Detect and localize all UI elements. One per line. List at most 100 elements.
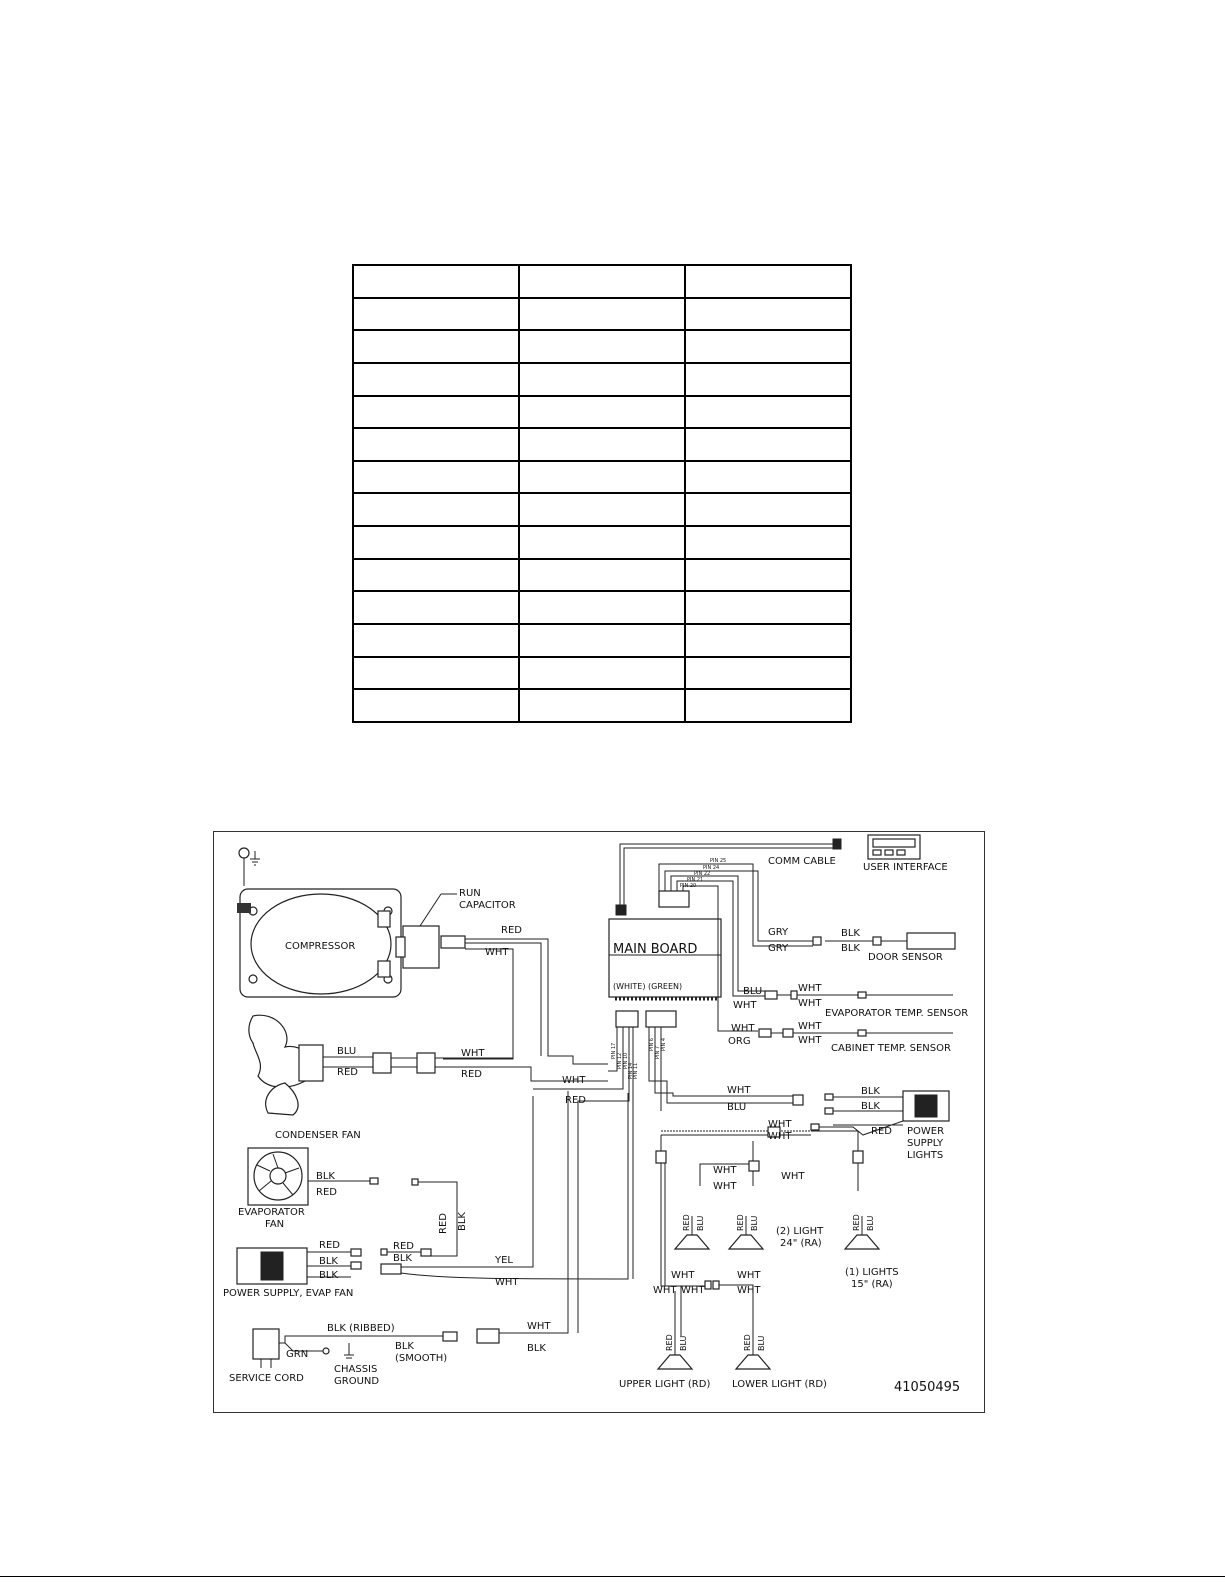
table-cell [684, 427, 852, 462]
evaporator-fan-label-1: EVAPORATOR [238, 1207, 305, 1218]
table-cell [684, 361, 852, 397]
evaporator-fan-label-2: FAN [265, 1219, 284, 1230]
light-24-2-blu: BLU [750, 1215, 759, 1231]
light-24-2-red: RED [736, 1214, 745, 1231]
table-row [352, 427, 852, 462]
light-fixture-icons [656, 1216, 881, 1370]
power-supply-lights-label-1: POWER [907, 1126, 944, 1137]
upper-light-wht-2: WHT [653, 1285, 677, 1296]
earth-ground-icon [238, 847, 260, 886]
blank-table [352, 264, 852, 723]
board-wire-red: RED [565, 1095, 586, 1106]
lights-wire-blu: BLU [727, 1102, 746, 1113]
condenser-fan-wire-red: RED [461, 1069, 482, 1080]
compressor-label: COMPRESSOR [285, 941, 355, 952]
door-wire-blk-1: BLK [841, 928, 860, 939]
lights-24-wht-1: WHT [713, 1165, 737, 1176]
light-24-label-2: 24" (RA) [780, 1238, 822, 1249]
table-row [352, 590, 852, 626]
condenser-fan-label: CONDENSER FAN [275, 1130, 361, 1141]
evap-connector-red: RED [438, 1213, 449, 1234]
lower-light-blu: BLU [757, 1335, 766, 1351]
light-24-1-blu: BLU [696, 1215, 705, 1231]
main-board-label: MAIN BOARD [613, 942, 697, 957]
light-24-1-red: RED [682, 1214, 691, 1231]
pin-label-12: PIN 12 [617, 1053, 623, 1069]
table-cell [352, 688, 520, 723]
cabinet-temp-sensor-label: CABINET TEMP. SENSOR [831, 1043, 951, 1054]
psu-fan-wire-red: RED [319, 1240, 340, 1251]
table-cell [352, 623, 520, 658]
user-interface-label: USER INTERFACE [863, 862, 948, 873]
cabinet-sensor-wire-wht-3: WHT [798, 1035, 822, 1046]
evap-sensor-wire-wht-1: WHT [733, 1000, 757, 1011]
cabinet-sensor-wire-org: ORG [728, 1036, 751, 1047]
pin-label-14: PIN 14 [628, 1063, 634, 1079]
run-capacitor-icon [395, 893, 466, 969]
psu-wire-wht: WHT [495, 1277, 519, 1288]
chassis-ground-label-1: CHASSIS [334, 1364, 377, 1375]
table-row [352, 655, 852, 691]
light-15-label-1: (1) LIGHTS [845, 1267, 899, 1278]
cord-wire-wht: WHT [527, 1321, 551, 1332]
lights-wire-wht: WHT [727, 1085, 751, 1096]
power-supply-evap-fan-label: POWER SUPPLY, EVAP FAN [223, 1288, 353, 1299]
table-row [352, 329, 852, 364]
capacitor-wire-red: RED [501, 925, 522, 936]
pin-label-17: PIN 17 [611, 1043, 617, 1059]
pin-label-4: PIN 4 [661, 1038, 667, 1051]
table-cell [352, 492, 520, 528]
evaporator-fan-wire-red: RED [316, 1187, 337, 1198]
cord-wire-grn: GRN [286, 1349, 308, 1360]
condenser-wire-blu: BLU [337, 1046, 356, 1057]
lights-harness [655, 1126, 864, 1287]
table-row [352, 264, 852, 299]
psu-wire-yel: YEL [494, 1255, 513, 1266]
page-rule [0, 1576, 1225, 1577]
light-15-blu: BLU [866, 1215, 875, 1231]
table-cell [352, 427, 520, 462]
table-cell [518, 329, 686, 364]
table-row [352, 557, 852, 593]
table-cell [518, 688, 686, 723]
door-wire-gry-1: GRY [768, 927, 789, 938]
light-15-label-2: 15" (RA) [851, 1279, 893, 1290]
power-supply-evap-fan-icon [236, 1247, 362, 1285]
table-cell [352, 525, 520, 560]
pin-label-24: PIN 24 [703, 865, 719, 871]
table-cell [518, 590, 686, 626]
cord-wire-blk-smooth-2: (SMOOTH) [395, 1353, 447, 1364]
light-15-red: RED [852, 1214, 861, 1231]
door-sensor-icon [812, 932, 956, 950]
pin-label-21: PIN 21 [687, 877, 703, 883]
pin-label-6: PIN 6 [649, 1038, 655, 1051]
cabinet-temp-sensor-icon [758, 1028, 953, 1038]
compressor-wires [443, 938, 608, 1065]
door-wire-gry-2: GRY [768, 943, 789, 954]
table-cell [352, 394, 520, 430]
table-cell [518, 655, 686, 691]
table-cell [352, 655, 520, 691]
main-board-sublabel: (WHITE) (GREEN) [613, 982, 682, 991]
upper-light-label: UPPER LIGHT (RD) [619, 1379, 710, 1390]
cabinet-sensor-wire-wht-1: WHT [731, 1023, 755, 1034]
table-cell [352, 264, 520, 299]
main-board-bottom-harness [533, 1027, 793, 1333]
table-row [352, 623, 852, 658]
table-cell [684, 459, 852, 495]
lights-24-wht-2: WHT [781, 1171, 805, 1182]
table-cell [684, 296, 852, 332]
run-capacitor-label-2: CAPACITOR [459, 900, 516, 911]
user-interface-icon [867, 834, 921, 860]
main-board-top-harness [658, 863, 813, 1032]
lights-24-wht-3: WHT [713, 1181, 737, 1192]
pin-label-20: PIN 20 [680, 883, 696, 889]
table-cell [684, 688, 852, 723]
upper-light-wht-1: WHT [671, 1270, 695, 1281]
psu-connector-red: RED [393, 1241, 414, 1252]
lower-light-wht-1: WHT [737, 1270, 761, 1281]
evaporator-temp-sensor-label: EVAPORATOR TEMP. SENSOR [825, 1008, 968, 1019]
run-capacitor-label-1: RUN [459, 888, 481, 899]
evaporator-fan-icon [247, 1147, 309, 1206]
table-cell [684, 590, 852, 626]
